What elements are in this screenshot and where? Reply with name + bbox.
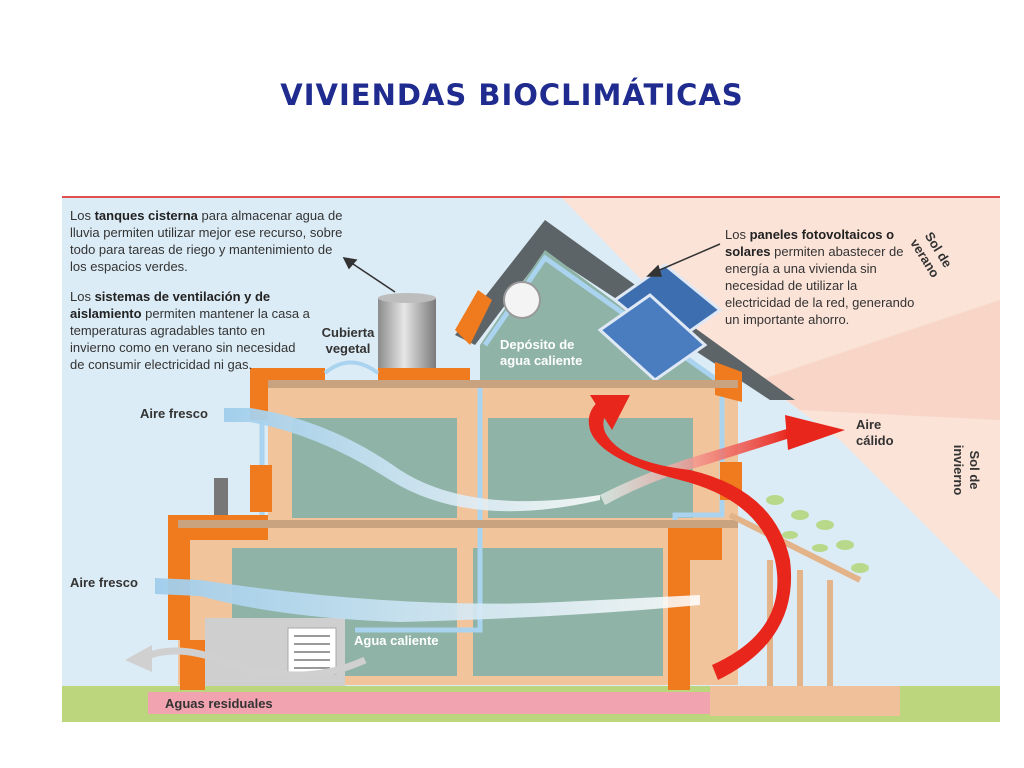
- hot-water-label: Agua caliente: [354, 633, 439, 648]
- leader-arrows: [342, 243, 721, 293]
- text-post: permiten mantener la casa a temperaturas…: [70, 306, 310, 372]
- fresh-air-flow-upper: [224, 408, 600, 512]
- warm-air-label: Aire cálido: [856, 417, 894, 448]
- text-pre: Los: [725, 227, 750, 242]
- warm-air-arrowhead: [785, 415, 845, 450]
- cistern-tanks-description: Los tanques cisterna para almacenar agua…: [70, 207, 350, 275]
- slide-title: VIVIENDAS BIOCLIMÁTICAS: [280, 78, 744, 112]
- sewage-strip: [148, 692, 710, 714]
- waste-water-flow: [125, 645, 367, 679]
- green-roof-label: Cubierta vegetal: [321, 325, 375, 356]
- hot-air-arrowhead: [590, 395, 630, 430]
- winter-sun-label: Sol de invierno: [951, 444, 982, 496]
- warm-air-flow: [588, 395, 845, 680]
- fresh-air-label-lower: Aire fresco: [70, 575, 138, 590]
- ventilation-description: Los sistemas de ventilación y de aislami…: [70, 288, 310, 373]
- hot-water-tank: [503, 281, 541, 319]
- waste-water-label: Aguas residuales: [165, 696, 273, 711]
- text-post: para almacenar agua de lluvia permiten u…: [70, 208, 343, 274]
- text-bold: sistemas de ventilación y de aislamiento: [70, 289, 271, 321]
- text-pre: Los: [70, 208, 95, 223]
- plant-leaves: [766, 495, 869, 573]
- text-bold: paneles fotovoltaicos o solares: [725, 227, 895, 259]
- fresh-air-flow-lower: [155, 578, 700, 622]
- text-post: permiten abastecer de energía a una vivi…: [725, 244, 915, 327]
- cistern-tank: [378, 293, 436, 373]
- fresh-air-label-upper: Aire fresco: [140, 406, 208, 421]
- text-pre: Los: [70, 289, 95, 304]
- solar-panel: [597, 263, 723, 382]
- foundation: [710, 686, 900, 716]
- text-bold: tanques cisterna: [94, 208, 198, 223]
- hot-water-tank-label: Depósito de agua caliente: [500, 337, 583, 368]
- solar-panels-description: Los paneles fotovoltaicos o solares perm…: [725, 226, 915, 328]
